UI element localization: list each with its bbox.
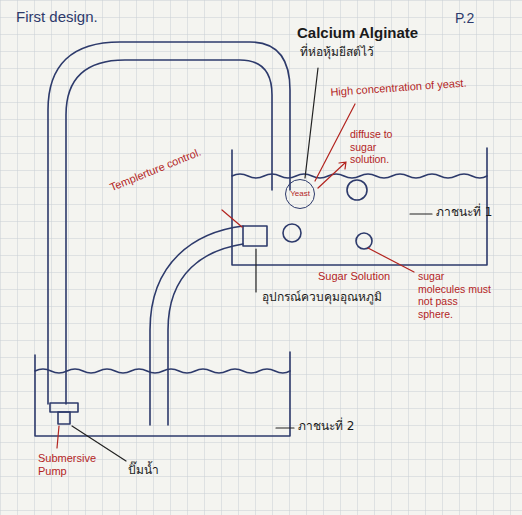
note: diffuse to sugar solution. xyxy=(350,128,416,166)
water-line xyxy=(232,174,487,178)
pipe xyxy=(66,60,272,404)
leader-line xyxy=(222,210,242,227)
arrow xyxy=(318,162,346,188)
yeast-bead: Yeast xyxy=(285,179,315,209)
note: sugar molecules must not pass sphere. xyxy=(418,270,494,320)
temperature-control xyxy=(243,226,267,246)
part-name: ภาชนะที่ 1 xyxy=(436,205,492,219)
leader-line xyxy=(410,213,432,214)
note: Submersive Pump xyxy=(38,452,110,478)
part-name: ภาชนะที่ 2 xyxy=(298,419,354,433)
pipe xyxy=(48,42,290,404)
part-name: Calcium Alginate xyxy=(297,24,418,42)
leader-line xyxy=(368,248,414,272)
bead xyxy=(283,224,301,242)
page-number: P.2 xyxy=(455,10,474,27)
leader-line xyxy=(305,68,318,178)
leader-line xyxy=(276,427,294,428)
pump xyxy=(50,403,78,412)
bead-label: Yeast xyxy=(290,190,310,198)
part-name: อุปกรณ์ควบคุมอุณหภูมิ xyxy=(262,290,382,304)
tank-two xyxy=(35,352,290,436)
note: Sugar Solution xyxy=(318,270,390,283)
part-note: ที่ห่อหุ้มยีสต์ไว้ xyxy=(300,45,374,59)
leader-line xyxy=(315,104,355,181)
pump xyxy=(58,412,70,424)
water-line xyxy=(35,369,290,373)
leader-line xyxy=(57,426,59,448)
bead xyxy=(356,233,372,249)
title-note: First design. xyxy=(16,8,98,26)
bead xyxy=(347,180,367,200)
part-name: ปั๊มน้ำ xyxy=(128,463,159,477)
pipe xyxy=(150,226,243,425)
pipe xyxy=(168,244,243,425)
leader-line xyxy=(255,249,256,292)
